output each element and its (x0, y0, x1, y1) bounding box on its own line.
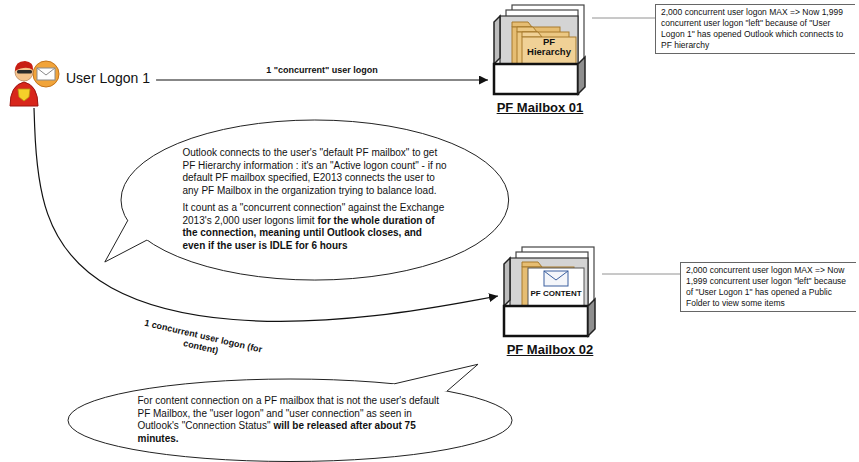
note-text: 2,000 concurrent user logon MAX => Now 1… (686, 265, 854, 309)
leader-line (602, 274, 680, 275)
bubble-tail (105, 221, 147, 262)
bubble-outline (67, 378, 513, 462)
bubble-paragraph: It count as a "concurrent connection" ag… (182, 202, 447, 252)
user-icon (4, 52, 64, 108)
box-front (494, 64, 578, 94)
envelope-flap (37, 68, 55, 75)
box-side (588, 299, 595, 336)
folder-tab (522, 262, 542, 267)
note-text: 2,000 concurrent user logon MAX => Now 1… (661, 7, 853, 51)
envelope-icon (37, 68, 55, 80)
bubble-text: For content connection on a PF mailbox t… (137, 395, 442, 445)
callout-bubble: Outlook connects to the user's "default … (120, 119, 510, 281)
folder-label: PF Hierarchy (522, 37, 576, 61)
callout-bubble: For content connection on a PF mailbox t… (67, 378, 513, 462)
logon-arrow (156, 79, 488, 80)
mail-item (544, 271, 568, 286)
user-actor: User Logon 1 (4, 52, 156, 108)
box-wall (504, 258, 510, 306)
bubble-paragraph: For content connection on a PF mailbox t… (137, 395, 442, 445)
person-body (10, 82, 38, 106)
mailbox-node: PF CONTENT PF Mailbox 02 (498, 246, 602, 357)
leader-line (592, 18, 655, 19)
side-note: 2,000 concurrent user logon MAX => Now 1… (655, 4, 855, 54)
bubble-tail-fill (105, 219, 164, 262)
mail-flap (544, 271, 568, 280)
person-hair (15, 61, 33, 71)
bubble-note: Outlook connects to the user's "default … (182, 147, 446, 196)
bubble-tail (394, 364, 478, 391)
sunglasses (17, 70, 32, 74)
bubble-paragraph: Outlook connects to the user's "default … (182, 147, 447, 197)
mailbox-name: PF Mailbox 02 (498, 342, 602, 357)
bubble-outline (120, 119, 510, 281)
actor-name: User Logon 1 (66, 70, 150, 86)
bubble-text: Outlook connects to the user's "default … (182, 147, 447, 252)
edge-label: 1 "concurrent" user logon (264, 65, 380, 76)
box-side (578, 57, 585, 94)
bubble-tail-fill (384, 364, 478, 394)
bubble-ellipse (121, 120, 509, 280)
mailbox-name: PF Mailbox 01 (488, 100, 592, 115)
box-front (504, 306, 588, 336)
hero-emblem (18, 89, 30, 101)
outlook-badge (33, 61, 59, 87)
bubble-ellipse (68, 379, 512, 462)
box-wall (494, 16, 500, 64)
folder-tab (512, 22, 532, 27)
side-note: 2,000 concurrent user logon MAX => Now 1… (680, 262, 856, 312)
folder-tab (522, 32, 542, 37)
folder-tab (517, 27, 537, 32)
edge-label: 1 concurrent user logon (for content) (138, 317, 266, 366)
mailbox-node: PF Hierarchy PF Mailbox 01 (488, 4, 592, 115)
folder-label: PF CONTENT (528, 290, 584, 302)
